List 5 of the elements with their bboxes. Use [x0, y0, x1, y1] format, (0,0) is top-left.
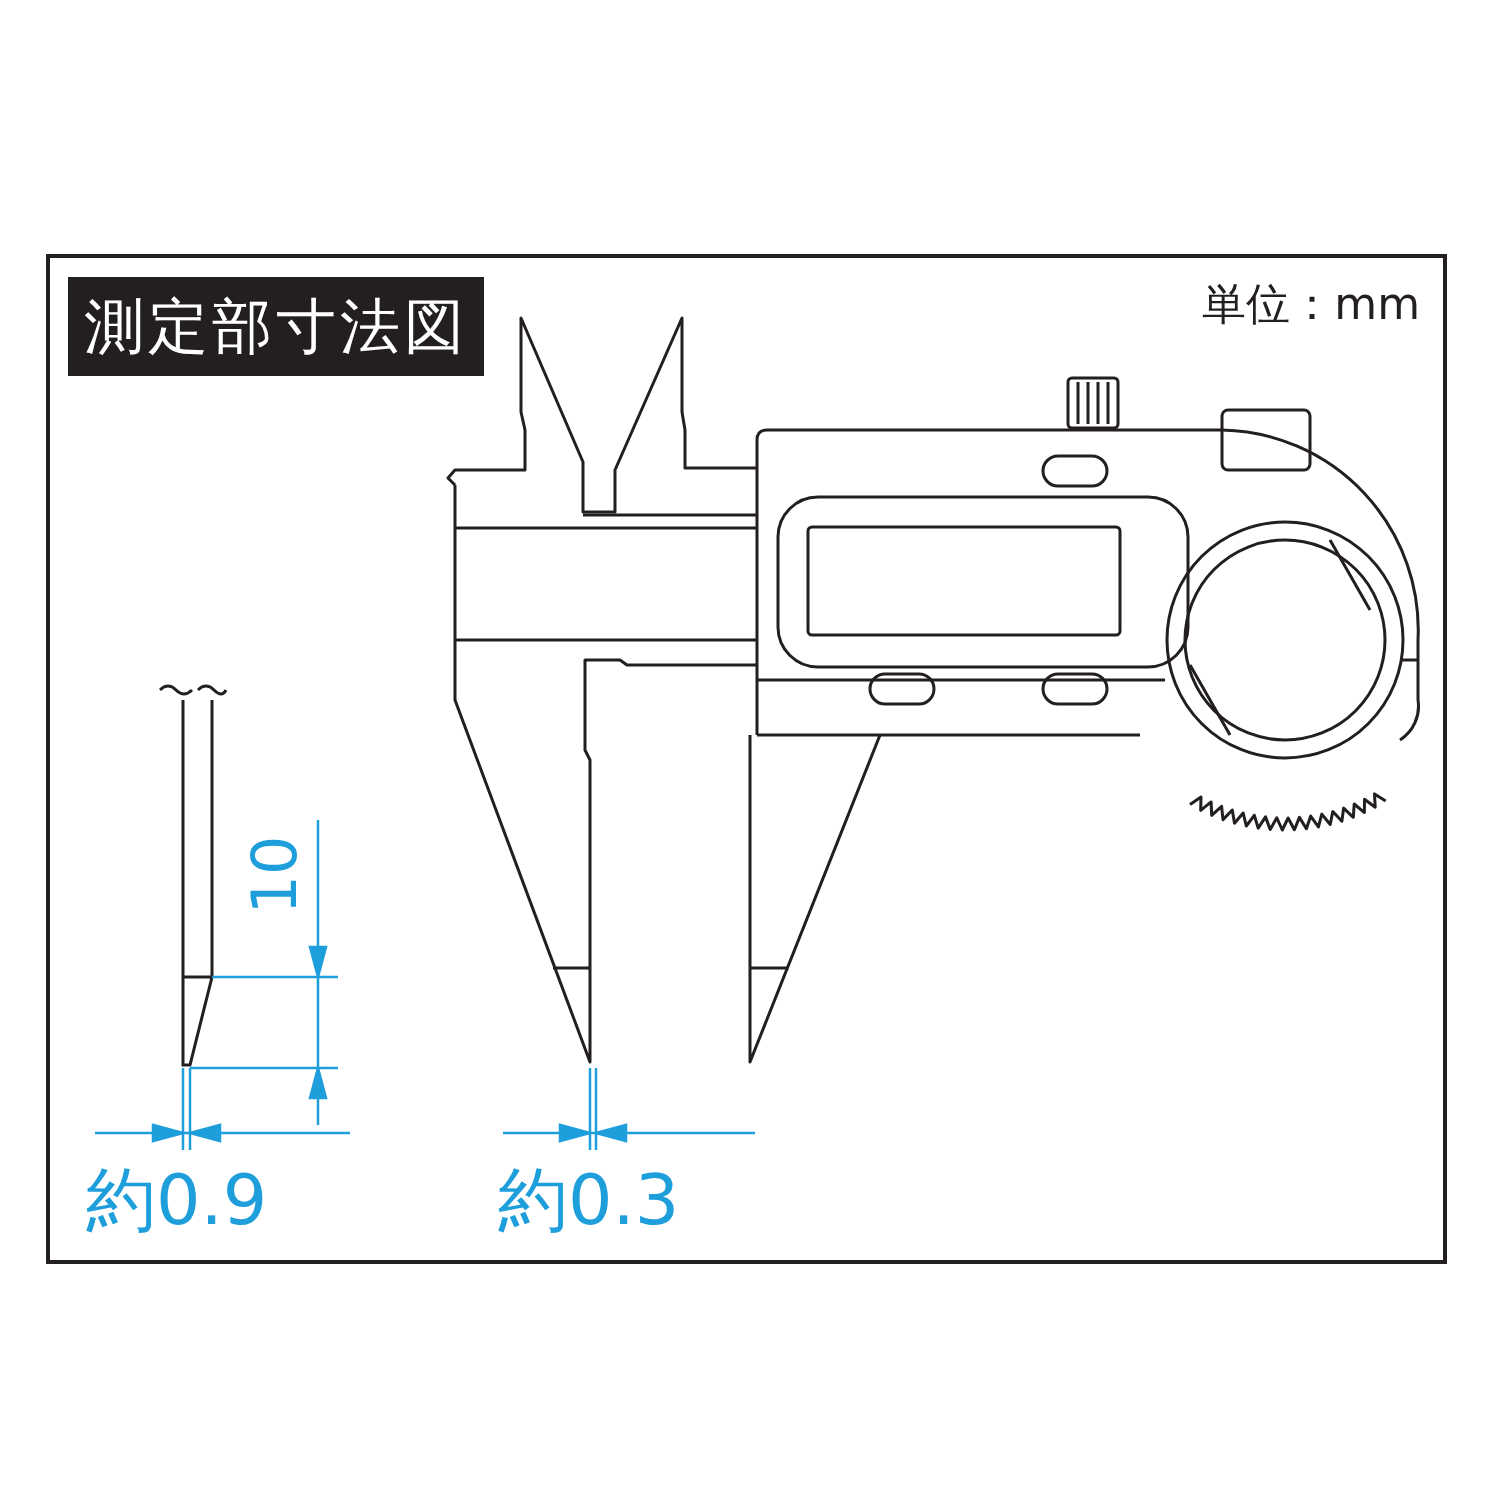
dimension-value: 10: [242, 834, 308, 917]
dimension-value: 約0.3: [498, 1160, 680, 1240]
dimension-value: 約0.9: [86, 1160, 268, 1240]
unit-label: 単位：mm: [1202, 277, 1420, 331]
title-label: 測定部寸法図: [68, 277, 484, 376]
